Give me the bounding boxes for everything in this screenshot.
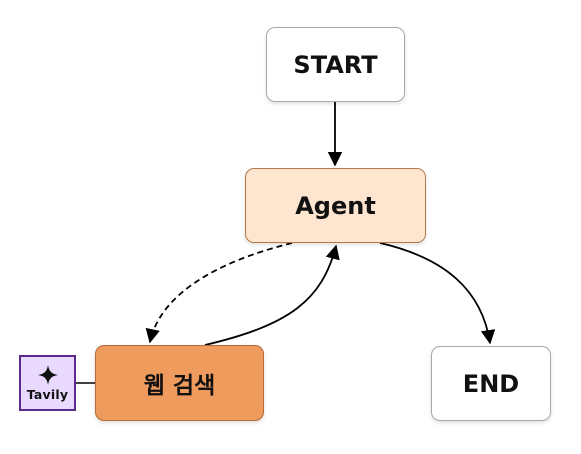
end-node: END [431,346,551,421]
edge-agent-end [379,242,496,345]
edge-agent-websearch-dashed [145,242,293,344]
sparkle-icon [37,364,58,386]
agent-node: Agent [245,168,426,243]
end-node-label: END [462,369,520,398]
tavily-tool-badge: Tavily [19,355,76,411]
agent-node-label: Agent [295,191,376,220]
edge-websearch-agent [204,244,340,346]
web-search-node: 웹 검색 [95,345,264,421]
web-search-node-label: 웹 검색 [143,373,216,399]
start-node: START [266,27,405,102]
start-node-label: START [293,50,378,79]
tavily-label: Tavily [26,387,69,402]
